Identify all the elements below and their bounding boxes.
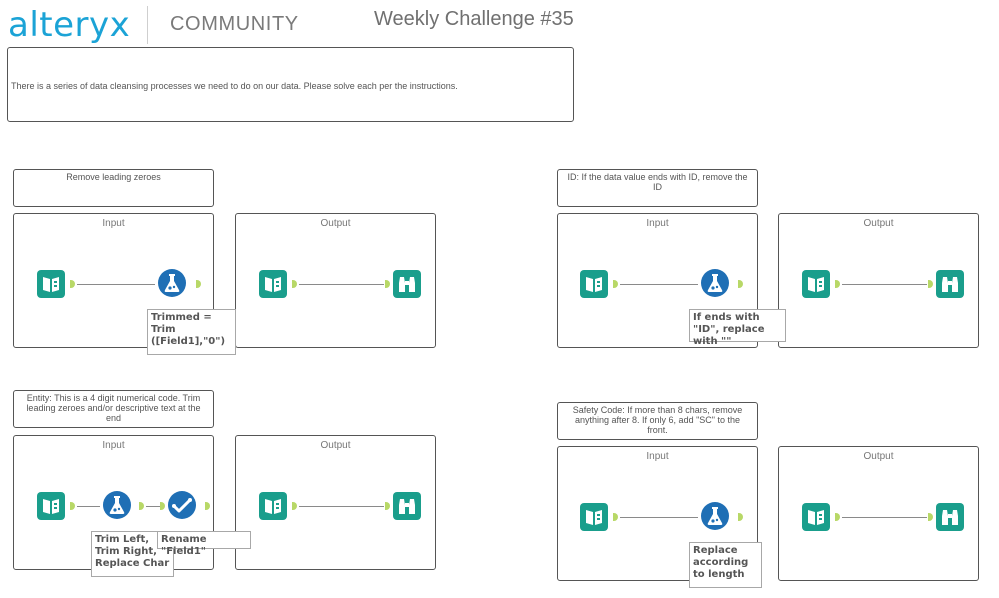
flask-formula-icon bbox=[158, 269, 186, 297]
formula-annotation: Trim Left, Trim Right, Replace Char bbox=[91, 531, 174, 577]
connection-line bbox=[299, 284, 384, 285]
formula-tool[interactable] bbox=[700, 268, 730, 298]
logo-divider bbox=[147, 6, 148, 44]
comment-safety-code[interactable]: Safety Code: If more than 8 chars, remov… bbox=[557, 402, 758, 440]
output-anchor[interactable] bbox=[835, 513, 840, 521]
connection-line bbox=[299, 506, 384, 507]
container-label: Input bbox=[102, 440, 125, 451]
formula-annotation: Trimmed = Trim ([Field1],"0") bbox=[147, 309, 236, 355]
binoculars-browse-icon bbox=[936, 503, 964, 531]
community-label: COMMUNITY bbox=[170, 13, 299, 35]
input-tool[interactable] bbox=[579, 269, 609, 299]
input-anchor[interactable] bbox=[160, 502, 165, 510]
input-tool[interactable] bbox=[258, 491, 288, 521]
input-tool[interactable] bbox=[258, 269, 288, 299]
input-anchor[interactable] bbox=[385, 502, 390, 510]
book-input-icon bbox=[37, 492, 65, 520]
formula-tool[interactable] bbox=[700, 501, 730, 531]
output-anchor[interactable] bbox=[613, 280, 618, 288]
connection-line bbox=[620, 517, 698, 518]
input-anchor[interactable] bbox=[928, 513, 933, 521]
alteryx-logo[interactable]: alteryx bbox=[8, 5, 131, 45]
flask-formula-icon bbox=[103, 491, 131, 519]
connection-line bbox=[842, 517, 927, 518]
book-input-icon bbox=[802, 270, 830, 298]
output-anchor[interactable] bbox=[205, 502, 210, 510]
formula-annotation: If ends with "ID", replace with "" bbox=[689, 309, 786, 347]
book-input-icon bbox=[580, 503, 608, 531]
connection-line bbox=[77, 284, 155, 285]
browse-tool[interactable] bbox=[392, 491, 422, 521]
select-annotation: Rename "Field1" bbox=[157, 531, 251, 557]
container-label: Input bbox=[102, 218, 125, 229]
intro-text: There is a series of data cleansing proc… bbox=[11, 81, 458, 91]
container-label: Output bbox=[863, 218, 894, 229]
input-anchor[interactable] bbox=[928, 280, 933, 288]
output-anchor[interactable] bbox=[139, 502, 144, 510]
comment-leading-zeroes[interactable]: Remove leading zeroes bbox=[13, 169, 214, 207]
output-anchor[interactable] bbox=[292, 280, 297, 288]
formula-tool[interactable] bbox=[102, 490, 132, 520]
select-tool[interactable] bbox=[167, 490, 197, 520]
browse-tool[interactable] bbox=[392, 269, 422, 299]
container-label: Input bbox=[646, 451, 669, 462]
browse-tool[interactable] bbox=[935, 269, 965, 299]
connection-line bbox=[146, 506, 160, 507]
flask-formula-icon bbox=[701, 269, 729, 297]
comment-entity[interactable]: Entity: This is a 4 digit numerical code… bbox=[13, 390, 214, 428]
container-label: Output bbox=[320, 440, 351, 451]
container-label: Output bbox=[863, 451, 894, 462]
flask-formula-icon bbox=[701, 502, 729, 530]
output-anchor[interactable] bbox=[70, 502, 75, 510]
binoculars-browse-icon bbox=[393, 492, 421, 520]
output-anchor[interactable] bbox=[70, 280, 75, 288]
input-tool[interactable] bbox=[36, 491, 66, 521]
formula-tool[interactable] bbox=[157, 268, 187, 298]
input-tool[interactable] bbox=[579, 502, 609, 532]
container-label: Input bbox=[646, 218, 669, 229]
connection-line bbox=[620, 284, 698, 285]
connection-line bbox=[842, 284, 927, 285]
book-input-icon bbox=[37, 270, 65, 298]
output-anchor[interactable] bbox=[613, 513, 618, 521]
comment-id[interactable]: ID: If the data value ends with ID, remo… bbox=[557, 169, 758, 207]
output-anchor[interactable] bbox=[738, 513, 743, 521]
container-label: Output bbox=[320, 218, 351, 229]
book-input-icon bbox=[580, 270, 608, 298]
page-title: Weekly Challenge #35 bbox=[374, 8, 574, 30]
output-anchor[interactable] bbox=[196, 280, 201, 288]
output-anchor[interactable] bbox=[292, 502, 297, 510]
input-anchor[interactable] bbox=[385, 280, 390, 288]
check-select-icon bbox=[168, 491, 196, 519]
binoculars-browse-icon bbox=[393, 270, 421, 298]
input-tool[interactable] bbox=[801, 269, 831, 299]
output-anchor[interactable] bbox=[835, 280, 840, 288]
book-input-icon bbox=[802, 503, 830, 531]
book-input-icon bbox=[259, 270, 287, 298]
input-tool[interactable] bbox=[801, 502, 831, 532]
book-input-icon bbox=[259, 492, 287, 520]
binoculars-browse-icon bbox=[936, 270, 964, 298]
output-anchor[interactable] bbox=[738, 280, 743, 288]
connection-line bbox=[77, 506, 100, 507]
browse-tool[interactable] bbox=[935, 502, 965, 532]
formula-annotation: Replace according to length bbox=[689, 542, 762, 588]
intro-comment-box[interactable]: There is a series of data cleansing proc… bbox=[7, 47, 574, 122]
input-tool[interactable] bbox=[36, 269, 66, 299]
